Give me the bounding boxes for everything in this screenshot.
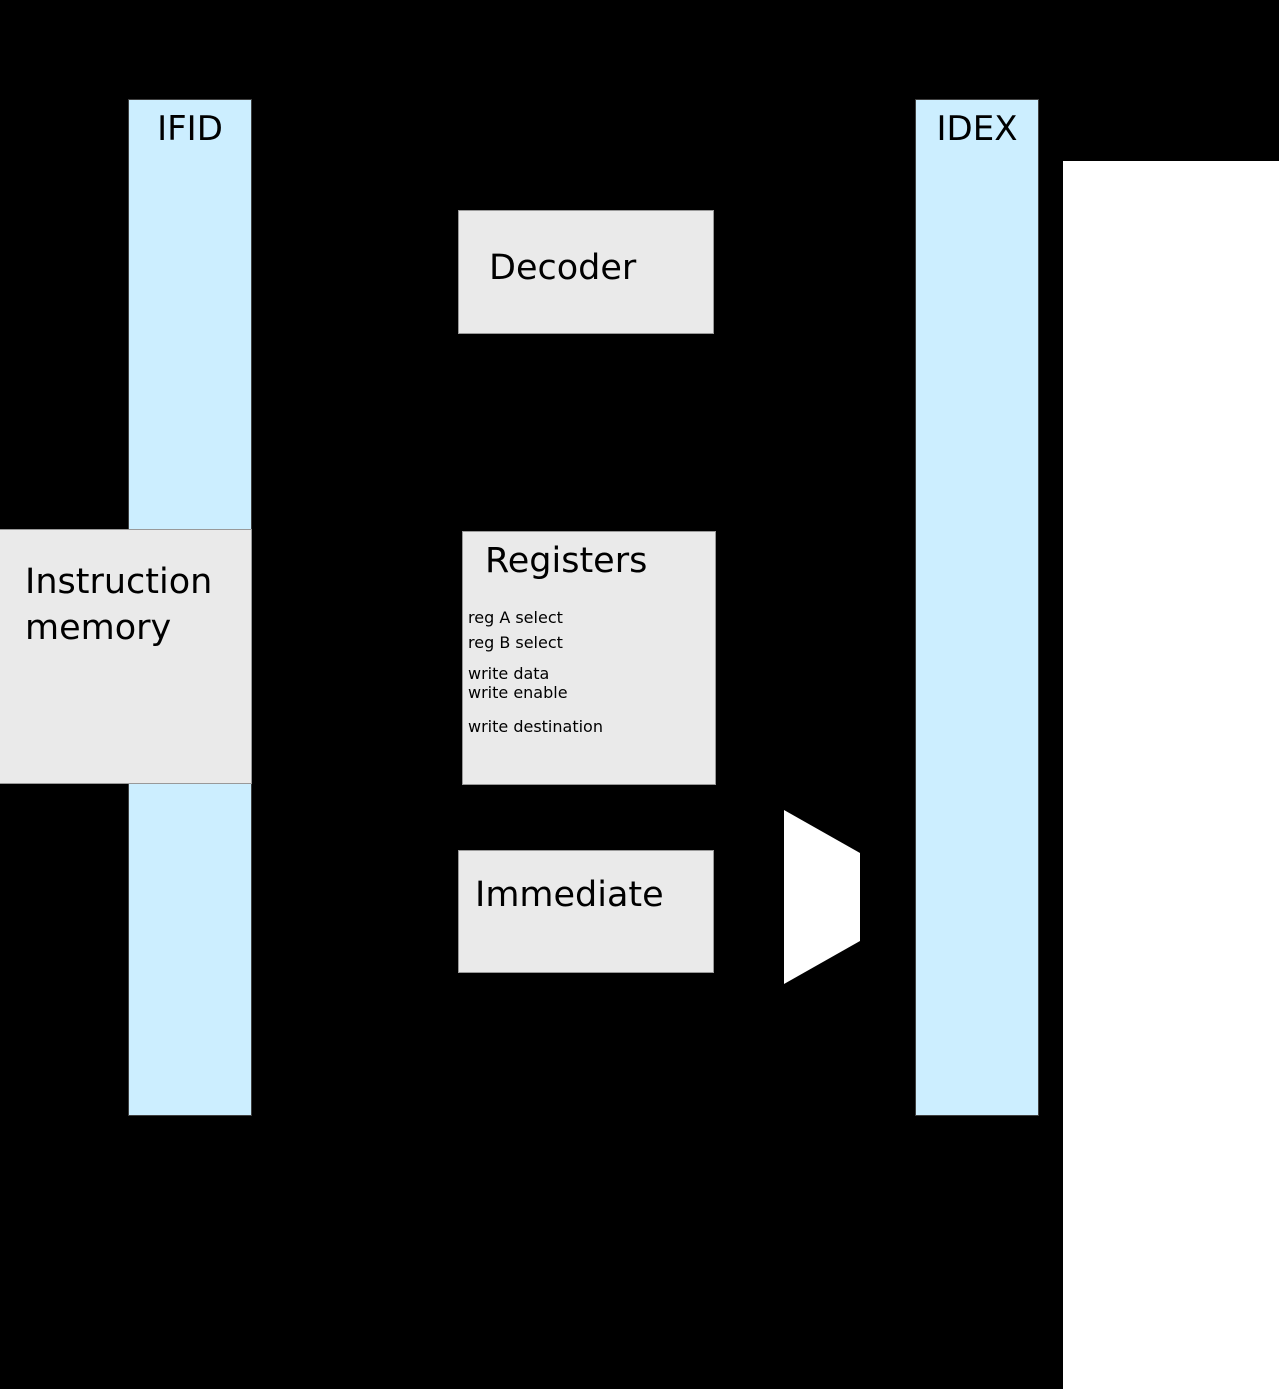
unit-decoder-label: Decoder <box>489 248 637 288</box>
unit-immediate[interactable]: Immediate <box>458 850 714 973</box>
registers-signal-write-enable: write enable <box>468 683 568 702</box>
registers-signal-write-data: write data <box>468 664 550 683</box>
pipeline-register-idex-label: IDEX <box>936 109 1018 149</box>
operand-mux-shape <box>784 810 860 984</box>
operand-mux[interactable] <box>784 810 860 984</box>
unit-decoder[interactable]: Decoder <box>458 210 714 334</box>
unit-immediate-label: Immediate <box>475 875 664 915</box>
unit-instruction-memory-label: Instruction memory <box>25 562 213 648</box>
registers-signal-reg-b-select: reg B select <box>468 633 563 652</box>
registers-signal-reg-a-select: reg A select <box>468 608 563 627</box>
unit-registers[interactable]: Registers reg A select reg B select writ… <box>462 531 716 785</box>
registers-signal-write-destination: write destination <box>468 717 603 736</box>
unit-instruction-memory[interactable]: Instruction memory <box>0 529 252 784</box>
registers-signal-list: reg A select reg B select write data wri… <box>468 610 708 735</box>
pipeline-register-idex[interactable]: IDEX <box>915 99 1039 1116</box>
unit-registers-label: Registers <box>485 541 648 581</box>
pipeline-register-ifid-label: IFID <box>157 109 223 149</box>
